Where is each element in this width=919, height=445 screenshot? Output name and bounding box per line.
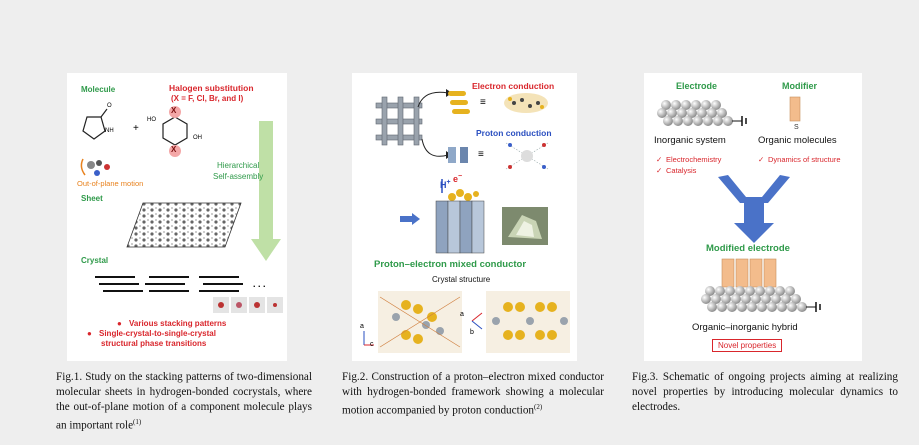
crystal-structure-right <box>486 291 570 353</box>
proton-molecule <box>505 142 549 170</box>
electron-label: e− <box>453 173 463 184</box>
electrode-label: Electrode <box>676 81 718 91</box>
bullet-dot-2: ● <box>87 329 92 338</box>
novel-properties-box: Novel properties <box>712 339 783 352</box>
inorganic-slab <box>657 100 747 126</box>
organic-molecules-label: Organic molecules <box>758 135 837 146</box>
molecular-sheet <box>126 202 242 248</box>
crystal-structure-left <box>378 291 462 353</box>
electron-molecule <box>504 93 548 113</box>
sheet-label: Sheet <box>81 194 103 203</box>
crystal-images <box>213 297 283 313</box>
figure-1-caption: Fig.1. Study on the stacking patterns of… <box>56 370 312 434</box>
hierarchical-label-1: Hierarchical <box>217 161 260 170</box>
check-icon: ✓ <box>758 155 765 164</box>
modified-electrode <box>701 258 821 312</box>
stacking-patterns-bullet: Various stacking patterns <box>129 319 227 328</box>
haloquinone-structure <box>162 106 188 157</box>
x-atom-top: X <box>171 106 177 115</box>
equivalence-sign-1: ≡ <box>480 97 486 108</box>
out-of-plane-molecule <box>80 158 110 176</box>
plus-sign: + <box>133 123 139 134</box>
ho-label: HO <box>147 117 156 123</box>
phase-transition-bullet-2: structural phase transitions <box>101 339 207 348</box>
modified-electrode-label: Modified electrode <box>706 243 790 254</box>
axis-a-left: a <box>360 323 364 330</box>
pointer-arrows <box>417 89 452 159</box>
crystal-label: Crystal <box>81 256 109 265</box>
hydrogen-bonded-framework <box>375 96 423 146</box>
molecule-label: Molecule <box>81 85 116 94</box>
modifier-label: Modifier <box>782 81 817 91</box>
figure-2-caption: Fig.2. Construction of a proton–electron… <box>342 370 604 419</box>
svg-text:S: S <box>794 124 799 131</box>
figure-3-panel: Electrode Modifier S Inorganic system Or… <box>644 73 862 361</box>
figure-1-caption-text: Fig.1. Study on the stacking patterns of… <box>56 371 312 432</box>
electron-rods <box>448 91 470 114</box>
phase-transition-bullet-1: Single-crystal-to-single-crystal <box>99 329 216 338</box>
inorganic-system-label: Inorganic system <box>654 135 726 146</box>
figure-2-caption-ref: (2) <box>534 403 543 411</box>
halogen-title: Halogen substitution <box>169 83 254 93</box>
check-icon: ✓ <box>656 166 663 175</box>
hierarchical-arrow <box>251 121 281 261</box>
imidazolidinone-structure <box>82 108 108 140</box>
mixed-conductor-label: Proton–electron mixed conductor <box>374 259 527 270</box>
figure-2-panel: Electron conduction ≡ Proton conduction … <box>352 73 577 361</box>
x-atom-bottom: X <box>171 145 177 154</box>
nh-label: NH <box>105 128 114 134</box>
right-arrow-icon <box>400 213 420 225</box>
axis-a-right: a <box>460 311 464 318</box>
axis-b-right: b <box>470 329 474 336</box>
out-of-plane-motion-label: Out-of-plane motion <box>77 179 144 188</box>
mixed-conductor-pillar <box>435 179 485 254</box>
modifier-molecule: S <box>789 96 801 131</box>
bullet-dot-1: ● <box>117 319 122 328</box>
merge-arrow-icon <box>718 175 790 243</box>
continuation-dots: . . . <box>253 279 266 289</box>
proton-conduction-label: Proton conduction <box>476 128 552 138</box>
catalysis-item: Catalysis <box>666 166 697 175</box>
check-icon: ✓ <box>656 155 663 164</box>
hierarchical-label-2: Self-assembly <box>213 172 264 181</box>
halogen-subtitle: (X = F, Cl, Br, and I) <box>171 94 244 103</box>
figure-1-caption-ref: (1) <box>133 418 142 426</box>
figure-1-panel: Molecule Halogen substitution (X = F, Cl… <box>67 73 287 361</box>
dynamics-item: Dynamics of structure <box>768 155 841 164</box>
crystal-structure-label: Crystal structure <box>432 275 491 284</box>
oh-label: OH <box>193 135 202 141</box>
proton-channel <box>448 147 468 163</box>
electron-conduction-label: Electron conduction <box>472 81 555 91</box>
axis-c-left: c <box>370 341 374 348</box>
o-atom-label: O <box>107 103 112 109</box>
equivalence-sign-2: ≡ <box>478 149 484 160</box>
axes-right <box>471 312 483 330</box>
figure-2-caption-text: Fig.2. Construction of a proton–electron… <box>342 371 604 417</box>
hybrid-label: Organic–inorganic hybrid <box>692 322 798 333</box>
crystal-stacking <box>95 276 243 292</box>
electrochemistry-item: Electrochemistry <box>666 155 722 164</box>
crystal-photo <box>502 207 548 245</box>
axes-left <box>363 331 374 346</box>
figure-3-caption-text: Fig.3. Schematic of ongoing projects aim… <box>632 371 898 413</box>
proton-label: H+ <box>440 179 451 190</box>
figure-3-caption: Fig.3. Schematic of ongoing projects aim… <box>632 370 898 415</box>
